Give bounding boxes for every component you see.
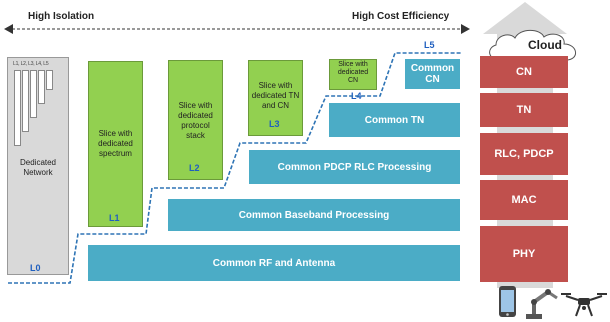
high-cost-efficiency-label: High Cost Efficiency (352, 11, 450, 22)
robot-arm-icon (526, 289, 558, 319)
common-pdcp-rlc-processing-layer: Common PDCP RLC Processing (249, 150, 460, 184)
stack-layer-tn: TN (480, 93, 568, 127)
common-rf-antenna-layer: Common RF and Antenna (88, 245, 460, 281)
high-isolation-label: High Isolation (28, 11, 95, 22)
slice-dedicated-spectrum: Slice with dedicated spectrum L1 (88, 61, 143, 227)
slice-dedicated-protocol-stack-label: Slice with dedicated protocol stack (178, 101, 213, 140)
slice-dedicated-tn-cn-label: Slice with dedicated TN and CN (251, 81, 300, 110)
slice-dedicated-cn: Slice with dedicated CN (329, 59, 377, 90)
mini-bar-label: L2 (20, 61, 26, 67)
level-label-l5: L5 (424, 40, 435, 50)
mini-bar-label: L3 (28, 61, 34, 67)
mini-bar-label: L5 (43, 61, 49, 67)
stack-layer-cn: CN (480, 56, 568, 88)
mini-bar (14, 70, 21, 146)
mini-bar (30, 70, 37, 118)
level-label-l3: L3 (269, 119, 280, 129)
mini-bar (38, 70, 45, 104)
mini-bar-label: L1 (13, 61, 19, 67)
cloud-icon (489, 29, 576, 61)
cloud-label: Cloud (528, 38, 562, 52)
common-cn-label: Common CN (410, 63, 455, 85)
level-label-l0: L0 (30, 263, 41, 273)
stack-layer-phy: PHY (480, 226, 568, 282)
dedicated-network-label: Dedicated Network (19, 158, 57, 177)
slice-dedicated-protocol-stack: Slice with dedicated protocol stack L2 (168, 60, 223, 180)
slice-dedicated-tn-cn: Slice with dedicated TN and CN L3 (248, 60, 303, 136)
stack-layer-rlc-pdcp: RLC, PDCP (480, 133, 568, 175)
slice-dedicated-spectrum-label: Slice with dedicated spectrum (98, 129, 133, 158)
level-label-l2: L2 (189, 163, 200, 173)
common-cn-layer: Common CN (405, 59, 460, 89)
mini-bar (22, 70, 29, 132)
mini-bar-label: L4 (35, 61, 41, 67)
isolation-boundary-line (8, 52, 462, 284)
common-baseband-processing-layer: Common Baseband Processing (168, 199, 460, 231)
slice-dedicated-cn-label: Slice with dedicated CN (337, 61, 369, 84)
stack-layer-mac: MAC (480, 180, 568, 220)
phone-icon (499, 286, 516, 317)
isolation-efficiency-arrow (4, 24, 470, 34)
level-label-l1: L1 (109, 213, 120, 223)
common-tn-layer: Common TN (329, 103, 460, 137)
drone-icon (561, 293, 607, 317)
dedicated-network-box: L1, L2, L3, L4, L5 Dedicated Network L0 (7, 57, 69, 275)
mini-bar-labels: L1, L2, L3, L4, L5 (13, 61, 49, 67)
mini-bar (46, 70, 53, 90)
